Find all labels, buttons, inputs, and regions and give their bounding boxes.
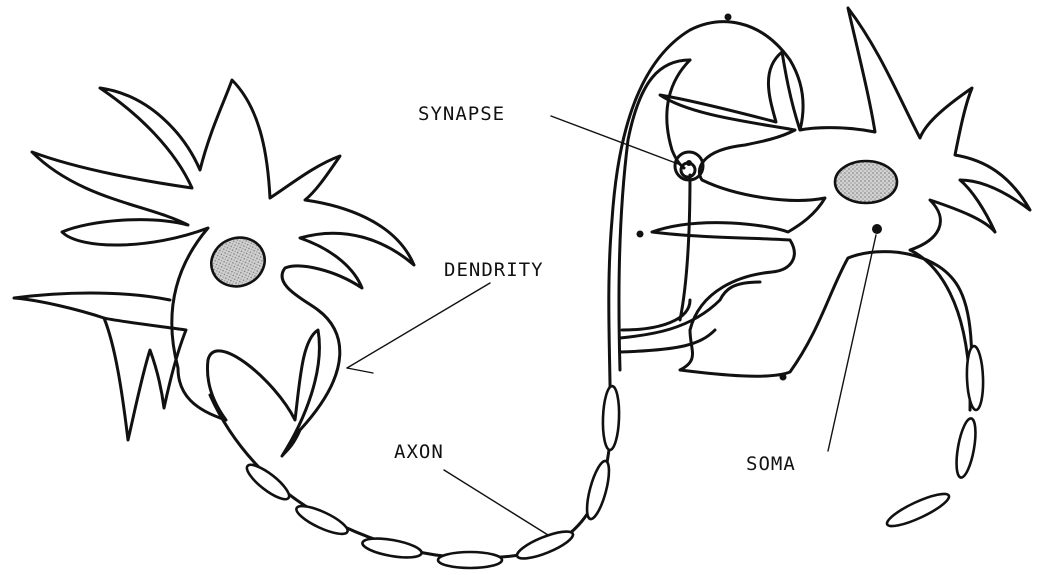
dendrity-leader: [347, 283, 490, 368]
left-process-tail: [14, 293, 170, 318]
myelin-segment: [514, 526, 576, 563]
right-inner-branch: [680, 175, 690, 320]
soma-label: SOMA: [746, 453, 796, 475]
axon-inner-return: [619, 60, 690, 370]
axon-path: [210, 22, 803, 558]
dendrity-leader-tail: [347, 368, 373, 373]
axon-label: AXON: [394, 441, 444, 463]
dendrity-label: DENDRITY: [444, 259, 544, 281]
myelin-segment: [583, 459, 614, 521]
axon-top-dot: [725, 14, 732, 21]
synapse-label: SYNAPSE: [418, 103, 505, 125]
soma-leader: [828, 235, 876, 451]
myelin-segment: [361, 535, 423, 561]
axon-leader: [444, 470, 548, 535]
myelin-segment: [953, 417, 979, 479]
right-process-dot: [637, 231, 644, 238]
myelin-segment: [602, 386, 620, 451]
myelin-segment: [884, 488, 952, 531]
left-nucleus: [204, 230, 271, 294]
left-neuron: [14, 80, 414, 456]
right-soma-dot: [872, 224, 882, 234]
synapse-leader: [551, 116, 681, 165]
myelin-segment: [293, 501, 351, 539]
myelin-segment: [438, 552, 502, 568]
synapse-dot: [686, 160, 692, 166]
right-nucleus: [835, 161, 897, 203]
myelin-segment: [243, 460, 294, 505]
right-bottom-dot: [780, 374, 787, 381]
right-inner-loop-2: [620, 330, 715, 352]
